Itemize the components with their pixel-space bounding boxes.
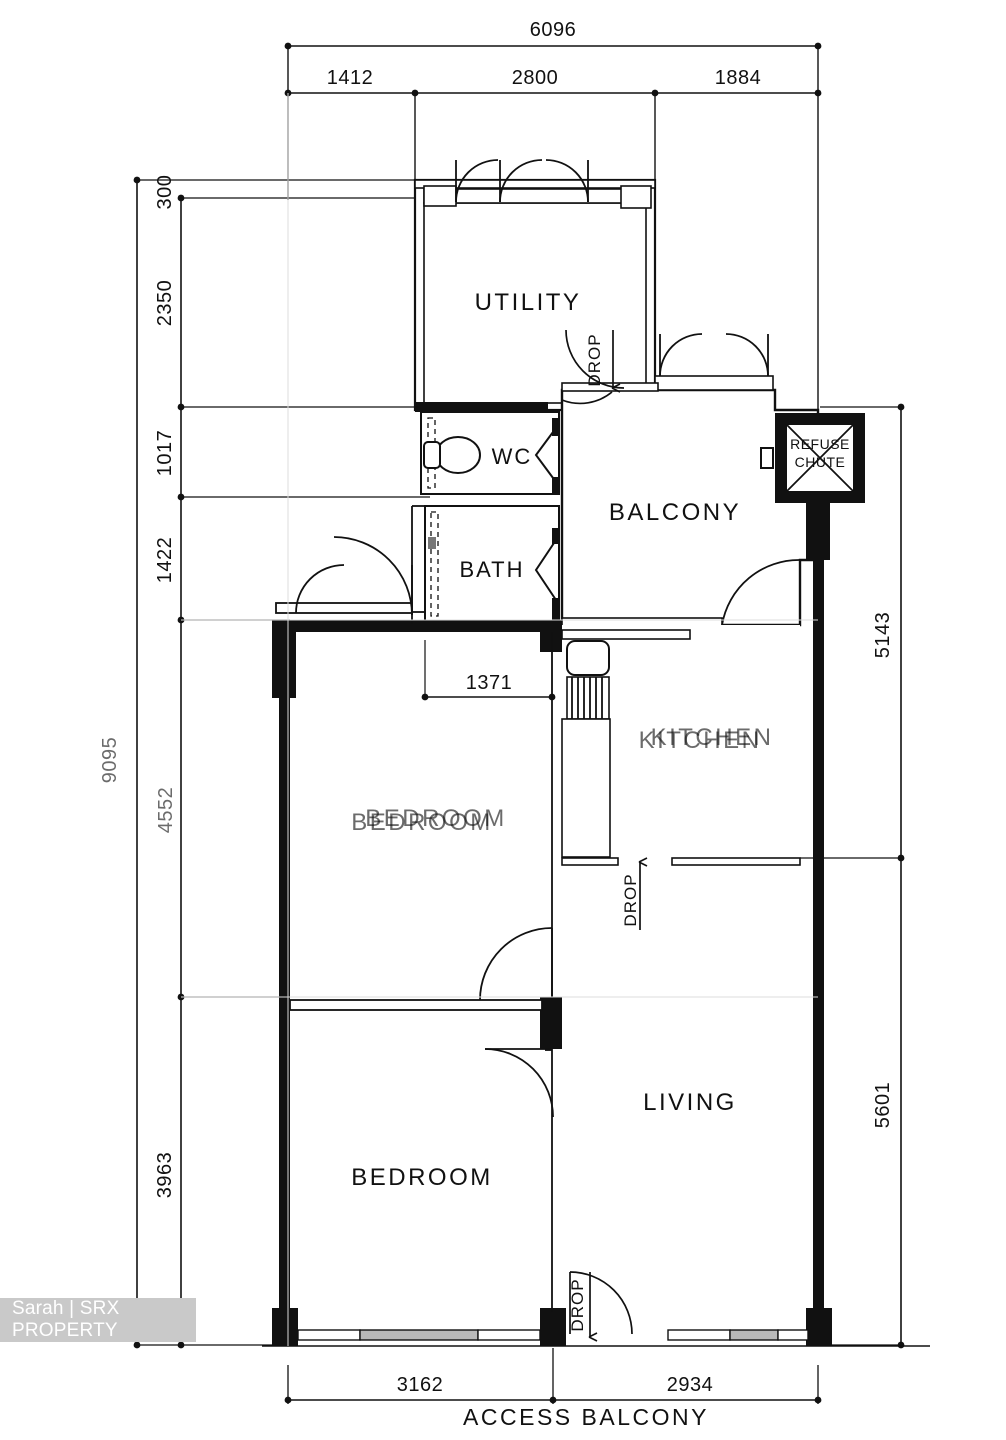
bottom-exterior-wall [262, 1329, 930, 1347]
label-utility: UTILITY [475, 289, 582, 316]
label-refuse-chute-1: REFUSE [790, 436, 850, 452]
room-utility [413, 178, 657, 412]
balcony-door-swings [659, 333, 801, 626]
room-bedroom-2 [484, 1048, 554, 1312]
label-drop-1: DROP [585, 333, 604, 386]
dimension-left-overall: 9095 [99, 737, 121, 784]
label-drop-3: DROP [568, 1278, 587, 1331]
dimension-bottom-2934: 2934 [667, 1374, 714, 1396]
dimension-top-1: 1412 [327, 67, 374, 89]
label-balcony: BALCONY [609, 499, 741, 526]
dimension-top-overall: 6096 [530, 19, 577, 41]
label-kitchen-shadow: KITCHEN [651, 724, 774, 751]
bedroom1-door [479, 927, 553, 1001]
dimension-left-1422: 1422 [154, 537, 176, 584]
dimension-right-5601: 5601 [872, 1082, 894, 1129]
dimension-left-3963: 3963 [154, 1152, 176, 1199]
label-access-balcony: ACCESS BALCONY [463, 1404, 709, 1430]
room-wc [420, 411, 560, 495]
refuse-chute [760, 413, 865, 503]
construction-lines [181, 93, 818, 1346]
dimension-bottom-3162: 3162 [397, 1374, 444, 1396]
room-bath [424, 505, 560, 625]
utility-door-swings [455, 159, 589, 203]
dimension-right-5143: 5143 [872, 612, 894, 659]
drop-marker-1 [561, 329, 625, 405]
label-bedroom-2: BEDROOM [351, 1164, 493, 1191]
label-kitchen: KITCHEN [639, 727, 762, 754]
label-bedroom-1-shadow: BEDROOM [365, 805, 507, 832]
label-bath: BATH [459, 557, 524, 582]
dimension-top-3: 1884 [715, 67, 762, 89]
room-kitchen [561, 625, 801, 866]
label-drop-2: DROP [621, 873, 640, 926]
dimension-left-secondary: 4552 [155, 787, 177, 834]
dimension-interior-1371: 1371 [466, 672, 513, 694]
dimension-left-2350: 2350 [154, 280, 176, 327]
dimension-left-1017: 1017 [154, 430, 176, 477]
label-bedroom-1: BEDROOM [351, 809, 493, 836]
dimension-left-300: 300 [154, 175, 176, 210]
dimension-top-2: 2800 [512, 67, 559, 89]
label-living: LIVING [643, 1089, 737, 1116]
label-refuse-chute-2: CHUTE [795, 454, 846, 470]
bedroom-divider-wall [289, 999, 543, 1011]
structural-walls [272, 500, 832, 1346]
label-wc: WC [492, 444, 533, 469]
drop-marker-3 [569, 1271, 633, 1342]
dimension-group-bottom [284, 1348, 822, 1404]
watermark: Sarah | SRX PROPERTY [0, 1298, 196, 1342]
